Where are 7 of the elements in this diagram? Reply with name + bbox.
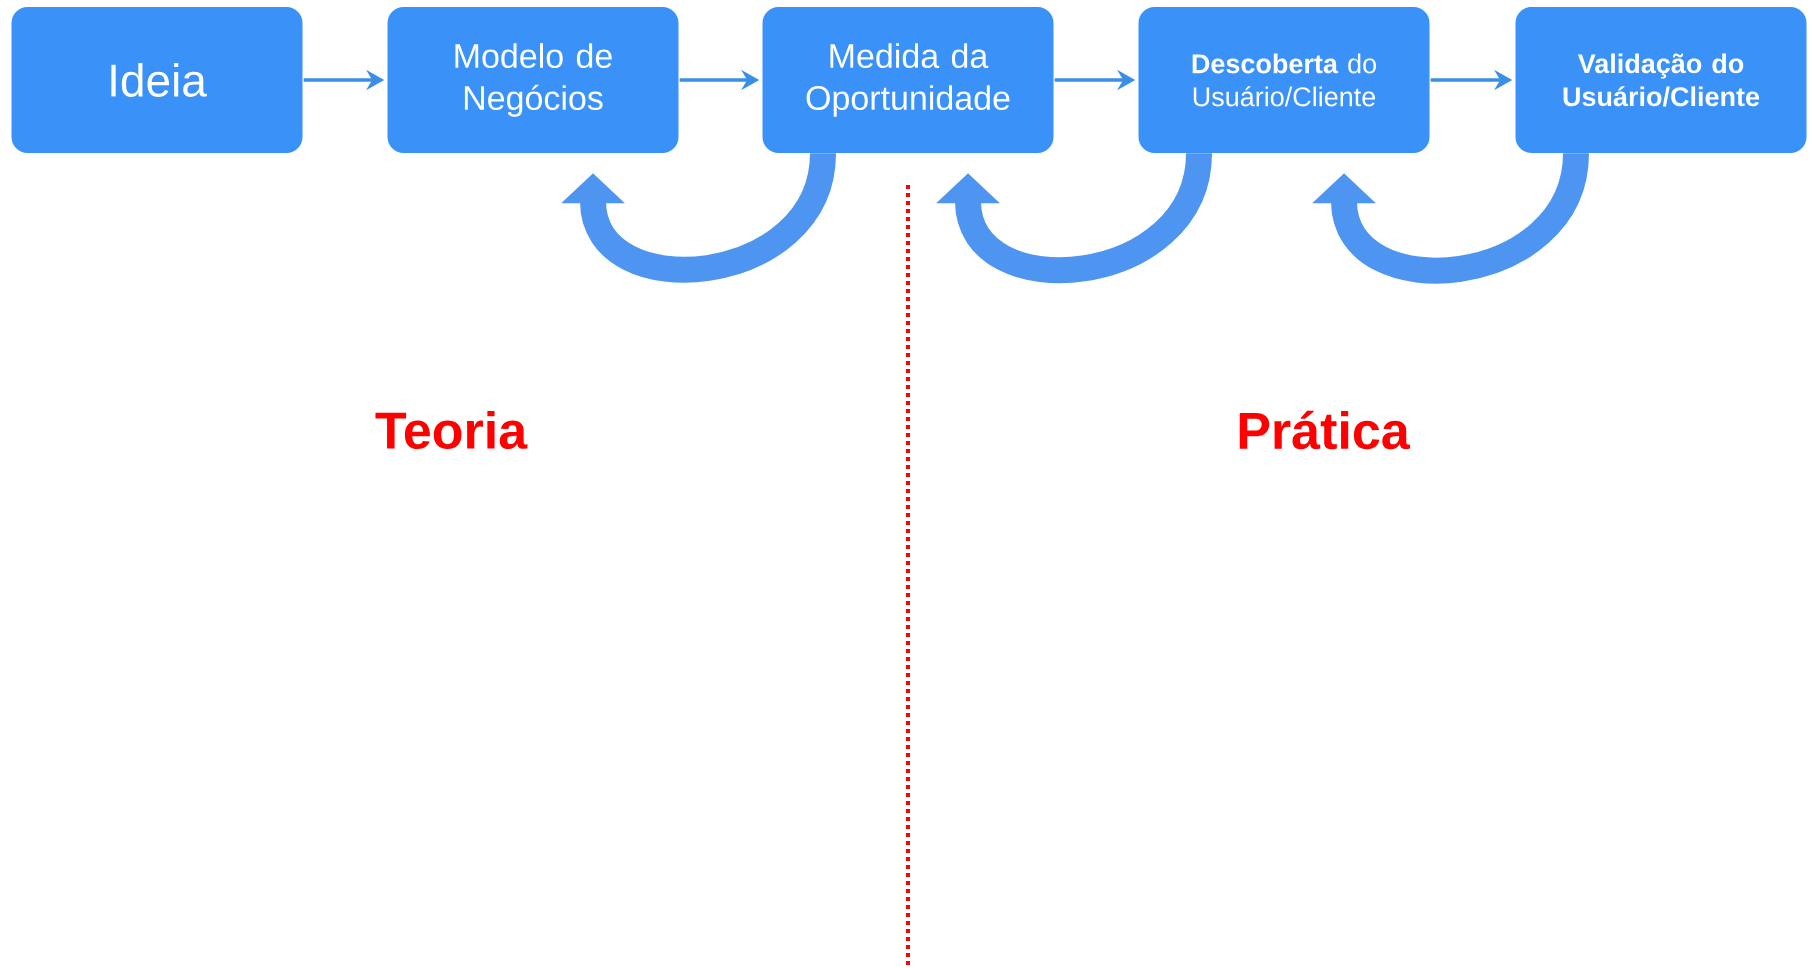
section-label: Teoria (375, 410, 528, 450)
process-box: Descoberta do Usuário/Cliente (1138, 7, 1430, 153)
process-box: Ideia (11, 7, 303, 153)
process-box: Medida da Oportunidade (762, 7, 1054, 153)
process-box: Validação do Usuário/Cliente (1515, 7, 1807, 153)
section-label: Prática (1239, 410, 1411, 450)
process-box: Modelo de Negócios (387, 7, 679, 153)
